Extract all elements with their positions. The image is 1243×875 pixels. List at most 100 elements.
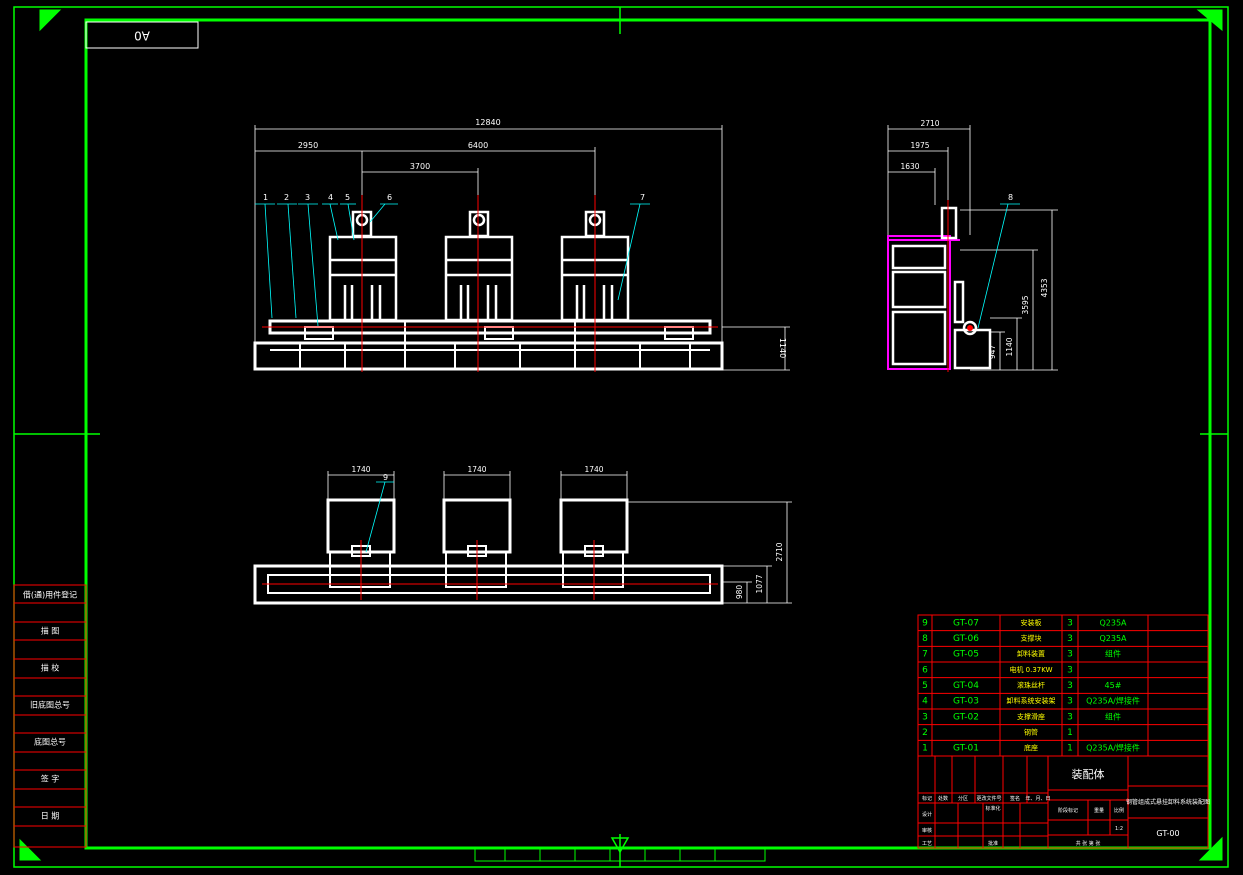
title-block bbox=[917, 755, 1209, 849]
side-label-0: 借(通)用件登记 bbox=[23, 590, 77, 600]
front-view-dimensions bbox=[254, 125, 790, 371]
bom-cell-name: 支撑块 bbox=[1021, 634, 1042, 643]
tb-weight: 重量 bbox=[1094, 807, 1104, 814]
balloon-9: 9 bbox=[383, 473, 388, 482]
bom-cell-no: 7 bbox=[922, 650, 928, 660]
side-dim-overall: 2710 bbox=[920, 119, 939, 128]
side-label-4: 底图总号 bbox=[34, 737, 66, 747]
front-dim-left: 2950 bbox=[298, 141, 318, 150]
bom-cell-qty: 3 bbox=[1067, 681, 1073, 691]
side-frame bbox=[887, 235, 960, 370]
bom-cell-name: 卸料系统安装架 bbox=[1007, 696, 1056, 705]
bom-cell-no: 3 bbox=[922, 712, 928, 722]
bom-cell-qty: 3 bbox=[1067, 712, 1073, 722]
balloon-5: 5 bbox=[345, 193, 350, 202]
balloon-6: 6 bbox=[387, 193, 392, 202]
drawing-number: GT-00 bbox=[1156, 829, 1179, 838]
tb-zone: 分区 bbox=[958, 795, 968, 802]
tb-scale-value: 1:2 bbox=[1115, 826, 1123, 832]
bom-cell-material: Q235A/焊接件 bbox=[1086, 743, 1140, 753]
side-dim-h-mid: 3595 bbox=[1021, 295, 1030, 314]
bom-cell-code: GT-01 bbox=[953, 744, 979, 754]
bom-cell-material: Q235A bbox=[1099, 618, 1127, 627]
bom-cell-no: 5 bbox=[922, 681, 928, 691]
side-label-3: 旧底图总号 bbox=[30, 700, 70, 710]
bom-cell-code: GT-04 bbox=[953, 681, 979, 691]
tb-review: 审核 bbox=[922, 827, 932, 834]
project-title: 钢管组成式悬挂卸料系统装配图 bbox=[1126, 798, 1210, 806]
tb-sign: 签名 bbox=[1010, 795, 1020, 802]
top-dim-d1: 1077 bbox=[755, 574, 764, 593]
bom-cell-material: 45# bbox=[1105, 681, 1122, 690]
side-dim-d1: 1975 bbox=[910, 141, 929, 150]
tb-standardize: 标准化 bbox=[985, 805, 1000, 812]
bom-cell-name: 底座 bbox=[1024, 743, 1038, 752]
top-leaders bbox=[365, 481, 394, 553]
side-dim-h-total: 4353 bbox=[1040, 278, 1049, 297]
top-dim-unit-3: 1740 bbox=[584, 465, 603, 474]
balloon-7: 7 bbox=[640, 193, 645, 202]
side-label-2: 描 校 bbox=[41, 663, 60, 673]
bom-cell-material: 组件 bbox=[1105, 711, 1121, 721]
front-dim-spacing-top: 6400 bbox=[468, 141, 488, 150]
front-unit-2 bbox=[444, 210, 514, 322]
tb-process: 工艺 bbox=[922, 841, 932, 847]
bom-cell-no: 1 bbox=[922, 744, 928, 754]
bom-cell-code: GT-02 bbox=[953, 712, 979, 722]
bom-cell-name: 支撑滑座 bbox=[1017, 712, 1045, 721]
side-label-5: 签 字 bbox=[41, 774, 60, 784]
tb-count: 处数 bbox=[938, 795, 948, 802]
tb-sheets: 共 张 第 张 bbox=[1076, 840, 1101, 847]
assembly-title: 装配体 bbox=[1072, 767, 1105, 781]
bom-cell-name: 钢管 bbox=[1024, 728, 1038, 737]
balloon-4: 4 bbox=[328, 193, 333, 202]
front-leaders bbox=[255, 203, 650, 327]
balloon-3: 3 bbox=[305, 193, 310, 202]
tb-design: 设计 bbox=[922, 811, 932, 818]
top-dim-unit-1: 1740 bbox=[351, 465, 370, 474]
side-dim-d2: 1630 bbox=[900, 162, 919, 171]
bom-cell-material: 组件 bbox=[1105, 649, 1121, 659]
tb-date: 年、月、日 bbox=[1025, 795, 1050, 802]
bom-cell-no: 9 bbox=[922, 618, 928, 628]
side-label-6: 日 期 bbox=[41, 812, 60, 821]
front-base-frame bbox=[253, 319, 724, 371]
size-label-text: A0 bbox=[134, 29, 150, 43]
balloon-2: 2 bbox=[284, 193, 289, 202]
bom-cell-qty: 1 bbox=[1067, 728, 1073, 738]
top-dim-depth: 2710 bbox=[775, 542, 784, 561]
top-view-dimensions bbox=[327, 471, 792, 604]
balloon-1: 1 bbox=[263, 193, 268, 202]
tb-approve: 批准 bbox=[988, 840, 998, 847]
bom-cell-code: GT-03 bbox=[953, 697, 979, 707]
bom-cell-material: Q235A bbox=[1099, 634, 1127, 643]
bom-cell-qty: 3 bbox=[1067, 634, 1073, 644]
top-base-frame bbox=[253, 498, 724, 605]
bom-cell-code: GT-06 bbox=[953, 634, 979, 644]
bom-cell-code: GT-07 bbox=[953, 618, 979, 628]
bom-cell-qty: 1 bbox=[1067, 744, 1073, 754]
front-view: 12840 2950 6400 3700 1140 bbox=[253, 118, 790, 372]
bom-cell-name: 电机 0.37KW bbox=[1009, 665, 1052, 674]
bom-cell-qty: 3 bbox=[1067, 697, 1073, 707]
top-view: 1740 1740 1740 2710 1077 980 bbox=[253, 465, 792, 605]
side-dim-h-small: 947 bbox=[988, 345, 997, 360]
title-block-text: 装配体 钢管组成式悬挂卸料系统装配图 GT-00 标记 处数 分区 更改文件号 … bbox=[922, 767, 1210, 847]
front-unit-1 bbox=[328, 210, 398, 322]
front-dim-overall: 12840 bbox=[475, 118, 500, 127]
bom-cell-no: 2 bbox=[922, 728, 928, 738]
tb-stage-mark: 阶段标记 bbox=[1058, 807, 1078, 814]
side-view: 2710 1975 1630 4353 3595 1140 947 8 bbox=[887, 119, 1058, 372]
bom-cell-no: 8 bbox=[922, 634, 928, 644]
bom-cell-qty: 3 bbox=[1067, 665, 1073, 675]
bom-cell-name: 安装板 bbox=[1021, 618, 1042, 627]
bom-cell-qty: 3 bbox=[1067, 618, 1073, 628]
top-dim-unit-2: 1740 bbox=[467, 465, 486, 474]
bom-cell-material: Q235A/焊接件 bbox=[1086, 696, 1140, 706]
side-label-1: 描 图 bbox=[41, 626, 60, 636]
bom-cell-no: 6 bbox=[922, 665, 928, 675]
tb-change-doc: 更改文件号 bbox=[976, 795, 1001, 802]
sheet-frame bbox=[13, 6, 1229, 868]
